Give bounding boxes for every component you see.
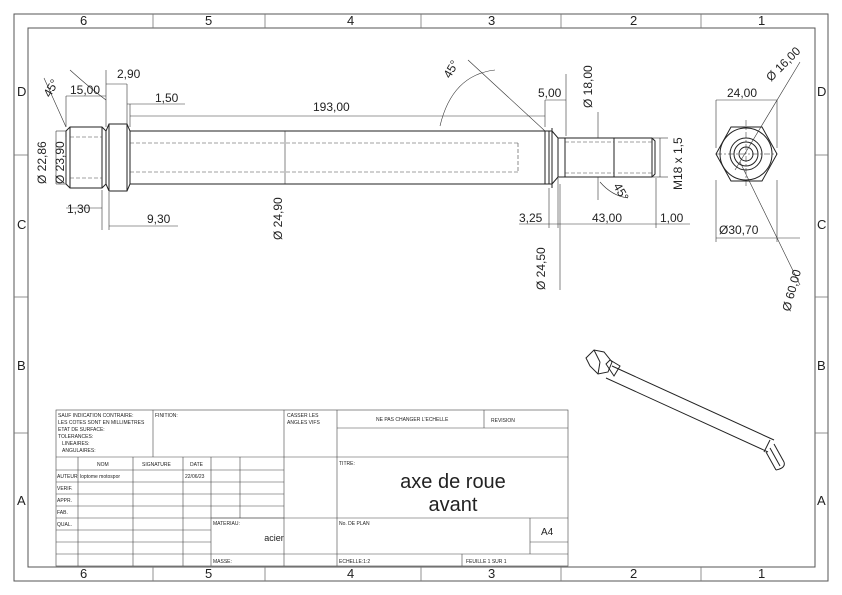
dim-5: 5,00	[538, 86, 562, 100]
outer-border	[13, 13, 829, 582]
dim-1: 1,00	[660, 211, 684, 225]
row-qual: QUAL.	[57, 522, 72, 528]
dim-24: 24,00	[727, 86, 757, 100]
col-name: NOM	[97, 462, 109, 468]
zone-labels: 6 5 4 3 2 1 6 5 4 3 2 1 D C B A D C B A	[17, 13, 826, 581]
zone-top-4: 4	[347, 13, 354, 28]
dim-dia-30-70: Ø30,70	[719, 223, 759, 237]
zone-right-C: C	[817, 217, 826, 232]
col-date: DATE	[190, 462, 204, 468]
dim-2-90: 2,90	[117, 67, 141, 81]
zone-right-A: A	[817, 493, 826, 508]
zone-right-B: B	[817, 358, 826, 373]
zone-left-C: C	[17, 217, 26, 232]
dim-dia-24-50: Ø 24,50	[534, 247, 548, 290]
dim-dia-18: Ø 18,00	[581, 65, 595, 108]
author-date: 22/06/23	[185, 474, 205, 480]
note-line-1: SAUF INDICATION CONTRAIRE:	[58, 413, 133, 419]
note-line-4: TOLERANCES:	[58, 434, 93, 440]
zone-top-1: 1	[758, 13, 765, 28]
material-value: acier	[264, 533, 284, 543]
col-signature: SIGNATURE	[142, 462, 171, 468]
zone-bottom-4: 4	[347, 566, 354, 581]
note-line-2: LES COTES SONT EN MILLIMETRES	[58, 420, 145, 426]
dim-chamfer-left: 45°	[40, 77, 61, 100]
dim-dia-16: Ø 16,00	[763, 44, 803, 84]
dimension-texts: 45° 15,00 2,90 1,50 193,00 45° 5,00 Ø 18…	[35, 58, 685, 290]
scale-label: ECHELLE:1:2	[339, 559, 370, 565]
dim-3-25: 3,25	[519, 211, 543, 225]
zone-bottom-6: 6	[80, 566, 87, 581]
finish-label: FINITION:	[155, 413, 178, 419]
row-verif: VERIF.	[57, 486, 73, 492]
zone-left-D: D	[17, 84, 26, 99]
zone-bottom-5: 5	[205, 566, 212, 581]
dim-1-50: 1,50	[155, 91, 179, 105]
dim-15: 15,00	[70, 83, 100, 97]
revision-label: REVISION	[491, 418, 515, 424]
zone-top-5: 5	[205, 13, 212, 28]
title-label: TITRE:	[339, 461, 355, 467]
zone-bottom-2: 2	[630, 566, 637, 581]
dim-43: 43,00	[592, 211, 622, 225]
end-view-dimension-texts: 24,00 Ø 16,00 Ø30,70 Ø 60,00	[719, 44, 804, 313]
inner-border	[27, 27, 816, 568]
row-fab: FAB.	[57, 510, 68, 516]
zone-bottom-1: 1	[758, 566, 765, 581]
dim-chamfer-mid: 45°	[440, 58, 461, 81]
note-line-3: ETAT DE SURFACE:	[58, 427, 105, 433]
zone-bottom-3: 3	[488, 566, 495, 581]
mass-label: MASSE:	[213, 559, 232, 565]
sheet-number: FEUILLE 1 SUR 1	[466, 559, 507, 565]
dim-dia-23-90: Ø 23,90	[53, 141, 67, 184]
sheet-format: A4	[541, 527, 554, 538]
dim-chamfer-right: 45°	[610, 181, 631, 204]
plan-label: No. DE PLAN	[339, 521, 370, 527]
dim-dia-22-86: Ø 22,86	[35, 141, 49, 184]
dim-dia-60: Ø 60,00	[779, 268, 804, 313]
end-view-dimension-lines	[715, 61, 801, 286]
hidden-lines	[70, 136, 652, 179]
dim-dia-24-90: Ø 24,90	[271, 197, 285, 240]
material-label: MATERIAU:	[213, 521, 240, 527]
note-line-5: LINEAIRES:	[62, 441, 90, 447]
zone-top-3: 3	[488, 13, 495, 28]
zone-ticks	[14, 14, 828, 581]
row-author: AUTEUR	[57, 474, 78, 480]
title-block	[55, 409, 569, 567]
dim-193: 193,00	[313, 100, 350, 114]
dim-1-30: 1,30	[67, 202, 91, 216]
shaft-end-view	[715, 120, 778, 188]
do-not-scale: NE PAS CHANGER L'ECHELLE	[376, 417, 449, 423]
zone-right-D: D	[817, 84, 826, 99]
break-edges-1: CASSER LES	[287, 413, 319, 419]
drawing-title-line-1: axe de roue	[400, 471, 506, 493]
title-block-texts: SAUF INDICATION CONTRAIRE: LES COTES SON…	[57, 413, 554, 565]
author-name: loptome motospor	[80, 474, 120, 480]
shaft-front-view	[65, 123, 656, 192]
dimension-lines	[43, 59, 690, 290]
row-appr: APPR.	[57, 498, 72, 504]
zone-left-B: B	[17, 358, 26, 373]
drawing-title-line-2: avant	[429, 494, 478, 516]
zone-top-2: 2	[630, 13, 637, 28]
isometric-view	[585, 349, 785, 471]
break-edges-2: ANGLES VIFS	[287, 420, 320, 426]
note-line-6: ANGULAIRES:	[62, 448, 96, 454]
dim-thread: M18 x 1,5	[671, 137, 685, 190]
dim-9-30: 9,30	[147, 212, 171, 226]
zone-top-6: 6	[80, 13, 87, 28]
zone-left-A: A	[17, 493, 26, 508]
